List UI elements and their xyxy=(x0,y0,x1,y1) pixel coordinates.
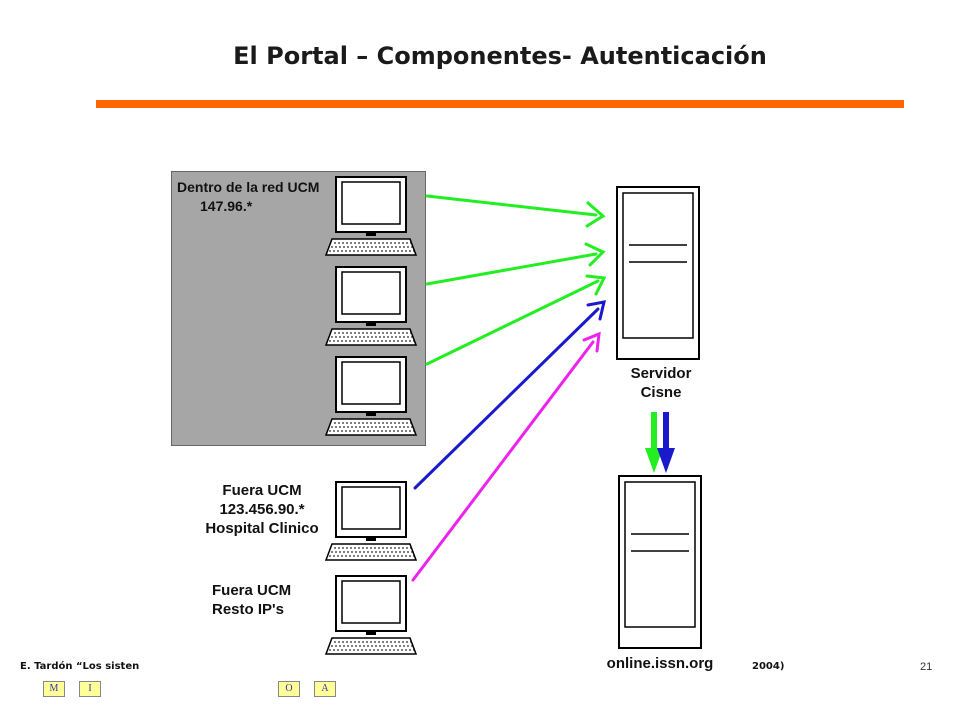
title-underline xyxy=(96,100,904,108)
pc-icon-ucm-1 xyxy=(325,176,417,256)
pc-icon-ucm-2 xyxy=(325,266,417,346)
magenta-arrow xyxy=(411,340,595,582)
pc-icon-other-ip xyxy=(325,575,417,655)
server-cisne-icon xyxy=(616,186,700,360)
outside-hospital-label: Fuera UCM 123.456.90.* Hospital Clinico xyxy=(205,482,319,537)
nav-button-a[interactable]: A xyxy=(314,681,336,697)
inside-ucm-ip: 147.96.* xyxy=(200,198,253,214)
footer-citation-end: 2004) xyxy=(752,661,785,672)
green-arrow-1 xyxy=(425,194,598,217)
magenta-arrowhead xyxy=(582,331,601,353)
nav-button-o[interactable]: O xyxy=(278,681,300,697)
server-cisne-label: Servidor Cisne xyxy=(630,365,692,401)
blue-arrowhead xyxy=(586,300,606,321)
inside-ucm-label: Dentro de la red UCM xyxy=(177,179,320,195)
green-arrow-3 xyxy=(425,279,600,366)
footer-citation: E. Tardón “Los sisten xyxy=(20,661,140,672)
outside-other-label: Fuera UCM Resto IP's xyxy=(212,582,292,618)
green-arrowhead-1 xyxy=(585,201,606,228)
pc-icon-ucm-3 xyxy=(325,356,417,436)
green-arrowhead-3 xyxy=(585,274,607,296)
page-number: 21 xyxy=(920,661,933,673)
down-arrow-green xyxy=(645,412,663,473)
slide-title: El Portal – Componentes- Autenticación xyxy=(233,42,767,70)
blue-arrow xyxy=(413,307,600,490)
server-online-icon xyxy=(618,475,702,649)
nav-button-m[interactable]: M xyxy=(43,681,65,697)
green-arrow-2 xyxy=(425,252,598,286)
down-arrow-blue xyxy=(657,412,675,473)
pc-icon-hospital xyxy=(325,481,417,561)
online-issn-label: online.issn.org xyxy=(606,655,714,672)
nav-button-i[interactable]: I xyxy=(79,681,101,697)
green-arrowhead-2 xyxy=(584,242,606,267)
